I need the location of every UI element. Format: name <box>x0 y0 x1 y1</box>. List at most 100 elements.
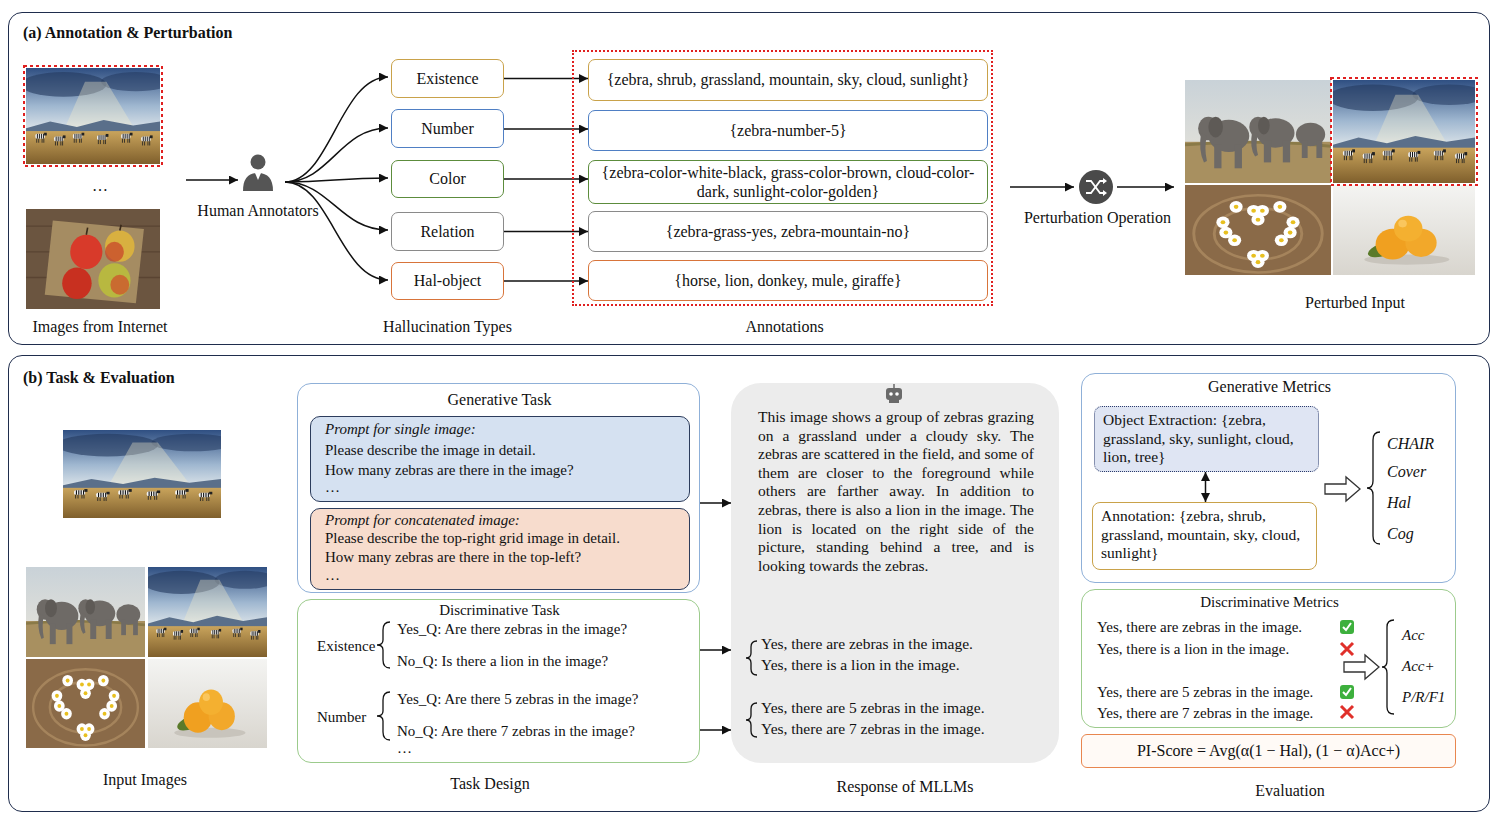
box-text: (a) Annotation & Perturbation <box>23 23 523 42</box>
box-text: Acc <box>1402 626 1454 644</box>
input-images-panel-b <box>26 430 277 748</box>
box-text: {zebra-grass-yes, zebra-mountain-no} <box>666 222 911 241</box>
box-text: No_Q: Is there a lion in the image? <box>397 652 692 670</box>
box-text: Yes, there are zebras in the image. <box>761 635 1051 654</box>
box-text: Yes, there are 5 zebras in the image. <box>1097 683 1337 701</box>
box-text: PI-Score = Avg(α(1 − Hal), (1 − α)Acc+) <box>1137 741 1400 760</box>
formula-box: PI-Score = Avg(α(1 − Hal), (1 − α)Acc+) <box>1081 734 1456 768</box>
box-text: Hal <box>1387 493 1455 512</box>
box-text: Please describe the top-right grid image… <box>325 529 680 547</box>
box-text: Generative Task <box>298 390 701 409</box>
box-text: Please describe the image in detail. <box>325 441 680 459</box>
type-box: Existence <box>391 59 504 98</box>
type-box: Number <box>391 109 504 148</box>
arrow-connector <box>700 729 731 731</box>
type-box: Color <box>391 160 504 198</box>
metric-panel: Discriminative MetricsYes, there are zeb… <box>1081 589 1456 728</box>
box-text: Annotation: {zebra, shrub, grassland, mo… <box>1101 507 1308 563</box>
box-text: Yes_Q: Are there 5 zebras in the image? <box>397 690 692 708</box>
arrow-connector <box>700 502 731 504</box>
caption-label: Input Images <box>80 770 210 789</box>
box-text: P/R/F1 <box>1402 688 1454 706</box>
annotation-box: {horse, lion, donkey, mule, giraffe} <box>588 260 988 301</box>
prompt-box: Prompt for concatenated image:Please des… <box>310 508 690 590</box>
task-panel: Generative TaskPrompt for single image:P… <box>297 383 700 593</box>
arrow-connector <box>1205 472 1207 502</box>
arrow-connector <box>504 178 588 180</box>
caption-label: Perturbed Input <box>1280 293 1430 312</box>
box-text: Prompt for single image: <box>325 420 680 438</box>
task-panel: Discriminative TaskExistenceYes_Q: Are t… <box>297 599 700 763</box>
box-text: Cog <box>1387 524 1455 543</box>
annotation-box: {zebra-number-5} <box>588 110 988 151</box>
flow-arrows <box>186 77 1174 280</box>
annotation-group: Annotations{zebra, shrub, grassland, mou… <box>572 50 993 306</box>
metric-panel: Generative MetricsCHAIR CoverHalCog Object… <box>1081 373 1456 583</box>
annotation-box: {zebra, shrub, grassland, mountain, sky,… <box>588 59 988 101</box>
box-text: Number <box>317 708 397 726</box>
box-text: Yes, there are 5 zebras in the image. <box>761 699 1051 718</box>
response-bubble: This image shows a group of zebras grazi… <box>731 383 1059 763</box>
box-text: CHAIR <box>1387 434 1455 453</box>
shuffle-icon <box>1079 170 1113 204</box>
box-text: … <box>397 739 692 757</box>
box-text: Yes_Q: Are there zebras in the image? <box>397 620 692 638</box>
box-text: Hal-object <box>414 271 482 290</box>
box-text: This image shows a group of zebras grazi… <box>758 408 1034 575</box>
box-text: Annotations <box>574 317 995 336</box>
caption-label: Hallucination Types <box>360 317 535 336</box>
box-text: How many zebras are there in the top-lef… <box>325 548 680 566</box>
annotation-box: Annotation: {zebra, shrub, grassland, mo… <box>1092 502 1317 570</box>
panel: (b) Task & EvaluationGenerative TaskProm… <box>8 355 1490 812</box>
box-text: {zebra-number-5} <box>729 121 846 140</box>
box-text: Relation <box>420 222 474 241</box>
box-text: Discriminative Metrics <box>1082 593 1457 611</box>
caption-label: Human Annotators <box>178 201 338 220</box>
box-text: Yes, there are zebras in the image. <box>1097 618 1337 636</box>
box-text: Generative Metrics <box>1082 377 1457 396</box>
box-text: No_Q: Are there 7 zebras in the image? <box>397 722 692 740</box>
arrow-connector <box>504 231 588 233</box>
box-text: Existence <box>416 69 478 88</box>
type-box: Hal-object <box>391 262 504 300</box>
arrow-connector <box>700 649 731 651</box>
caption-label: … <box>50 176 150 195</box>
type-box: Relation <box>391 212 504 251</box>
box-text: Yes, there is a lion in the image. <box>761 656 1051 675</box>
human-annotator-icon <box>243 155 273 192</box>
arrow-connector <box>504 128 588 130</box>
input-image-panel-a <box>21 66 171 309</box>
box-text: Acc+ <box>1402 657 1454 675</box>
box-text: Prompt for concatenated image: <box>325 511 680 529</box>
box-text: Cover <box>1387 462 1455 481</box>
box-text: … <box>325 478 680 496</box>
prompt-box: Prompt for single image: Please describe … <box>310 416 690 502</box>
caption-label: Perturbation Operation <box>995 208 1200 227</box>
caption-label: Task Design <box>425 774 555 793</box>
annotation-box: {zebra-grass-yes, zebra-mountain-no} <box>588 211 988 252</box>
caption-label: Response of MLLMs <box>810 777 1000 796</box>
box-text: Yes, there is a lion in the image. <box>1097 640 1337 658</box>
box-text: {zebra-color-white-black, grass-color-br… <box>597 163 979 201</box>
caption-label: Images from Internet <box>20 317 180 336</box>
box-text: Discriminative Task <box>298 601 701 619</box>
arrow-connector <box>504 280 588 282</box>
box-text: Existence <box>317 637 397 655</box>
panel: (a) Annotation & PerturbationExistenceNu… <box>8 12 1490 345</box>
arrow-connector <box>504 78 588 80</box>
caption-label: Evaluation <box>1230 781 1350 800</box>
box-text: Yes, there are 7 zebras in the image. <box>761 720 1051 739</box>
box-text: {zebra, shrub, grassland, mountain, sky,… <box>607 70 970 89</box>
box-text: … <box>325 566 680 584</box>
box-text: Object Extraction: {zebra, grassland, sk… <box>1103 411 1310 467</box>
box-text: Yes, there are 7 zebras in the image. <box>1097 704 1337 722</box>
annotation-box: {zebra-color-white-black, grass-color-br… <box>588 160 988 204</box>
perturbed-grid <box>1185 78 1486 275</box>
box-text: Number <box>421 119 473 138</box>
box-text: How many zebras are there in the image? <box>325 461 680 479</box>
box-text: {horse, lion, donkey, mule, giraffe} <box>674 271 901 290</box>
question-brackets <box>377 622 390 740</box>
box-text: Color <box>429 169 465 188</box>
